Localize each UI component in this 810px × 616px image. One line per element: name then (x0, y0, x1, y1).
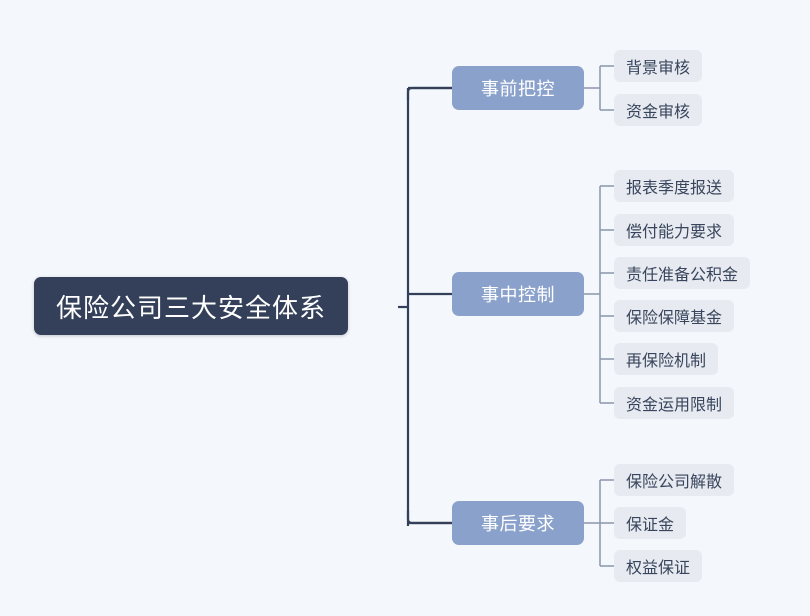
leaf-node-2-5-label: 再保险机制 (626, 353, 707, 370)
leaf-node-2-1[interactable]: 报表季度报送 (614, 170, 735, 202)
root-node[interactable]: 保险公司三大安全体系 (34, 277, 349, 335)
leaf-node-3-3-label: 权益保证 (626, 560, 691, 577)
branch-node-3[interactable]: 事后要求 (452, 501, 584, 545)
leaf-node-3-3[interactable]: 权益保证 (614, 550, 703, 582)
leaf-node-1-1-label: 背景审核 (626, 60, 691, 77)
leaf-node-2-2[interactable]: 偿付能力要求 (614, 214, 735, 246)
branch-node-1[interactable]: 事前把控 (452, 66, 584, 110)
leaf-node-3-2[interactable]: 保证金 (614, 507, 687, 539)
leaf-node-1-2[interactable]: 资金审核 (614, 94, 703, 126)
leaf-node-2-4-label: 保险保障基金 (626, 310, 723, 327)
branch-node-3-label: 事后要求 (481, 514, 555, 534)
leaf-node-2-6[interactable]: 资金运用限制 (614, 387, 735, 419)
branch-node-2-label: 事中控制 (481, 285, 555, 305)
leaf-node-1-1[interactable]: 背景审核 (614, 50, 703, 82)
leaf-node-1-2-label: 资金审核 (626, 104, 691, 121)
leaf-node-3-1[interactable]: 保险公司解散 (614, 464, 735, 496)
leaf-node-2-4[interactable]: 保险保障基金 (614, 300, 735, 332)
branch-node-2[interactable]: 事中控制 (452, 272, 584, 316)
leaf-node-3-2-label: 保证金 (626, 517, 675, 534)
leaf-node-2-2-label: 偿付能力要求 (626, 224, 723, 241)
leaf-node-2-6-label: 资金运用限制 (626, 397, 723, 414)
root-node-label: 保险公司三大安全体系 (56, 292, 327, 323)
leaf-node-2-1-label: 报表季度报送 (626, 180, 723, 197)
leaf-node-2-3-label: 责任准备公积金 (626, 267, 739, 284)
leaf-node-3-1-label: 保险公司解散 (626, 474, 723, 491)
leaf-node-2-5[interactable]: 再保险机制 (614, 343, 719, 375)
branch-node-1-label: 事前把控 (481, 79, 555, 99)
leaf-node-2-3[interactable]: 责任准备公积金 (614, 257, 751, 289)
